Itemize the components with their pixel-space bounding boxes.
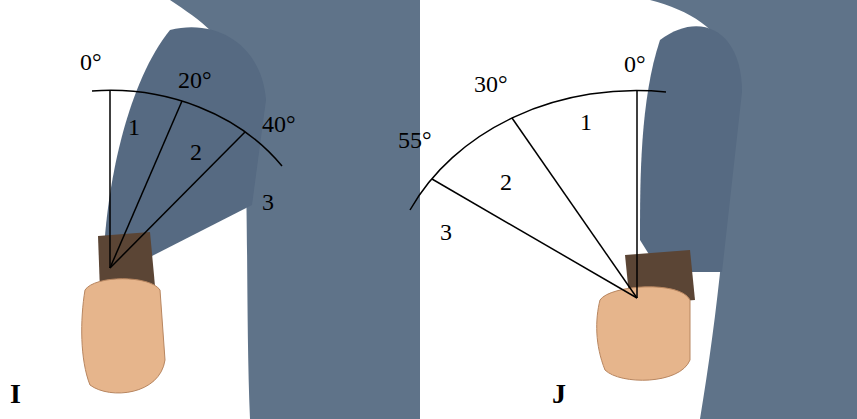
angle-label: 0°: [624, 52, 646, 76]
zone-number: 1: [580, 110, 592, 134]
angle-label: 55°: [398, 128, 432, 152]
sleeve: [640, 26, 742, 272]
panel-letter: J: [552, 380, 566, 408]
angle-arc: [410, 90, 666, 298]
fist: [597, 287, 690, 380]
fist: [82, 279, 165, 393]
zone-number: 3: [262, 190, 274, 214]
zone-number: 2: [500, 170, 512, 194]
panel-letter: I: [10, 380, 21, 408]
zone-number: 3: [440, 220, 452, 244]
zone-number: 2: [190, 140, 202, 164]
angle-label: 20°: [178, 68, 212, 92]
zone-number: 1: [128, 115, 140, 139]
angle-arc: [92, 90, 282, 268]
sleeve: [104, 27, 266, 256]
angle-label: 30°: [474, 72, 508, 96]
angle-label: 40°: [262, 112, 296, 136]
angle-label: 0°: [80, 50, 102, 74]
